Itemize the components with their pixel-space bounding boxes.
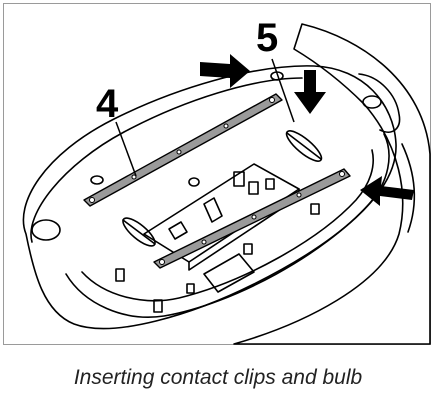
housing-tray-edge (65, 133, 390, 318)
figure-caption: Inserting contact clips and bulb (73, 366, 363, 389)
pin (115, 268, 125, 282)
switch-hump (358, 73, 401, 133)
housing-outer-edge (22, 65, 397, 330)
board-component (168, 221, 188, 240)
roof-panel-inner-curve (401, 143, 416, 233)
housing-tray-inner (81, 149, 374, 302)
roof-panel-outline (233, 23, 431, 345)
lamp-assembly-drawing (22, 23, 431, 345)
mount-boss (90, 175, 104, 185)
arrow-right-icon (200, 54, 250, 88)
arrow-down-icon (294, 70, 326, 114)
callout-5: 5 (256, 16, 279, 60)
pin (243, 243, 253, 255)
bulb-left (122, 217, 156, 247)
leader-line-4 (115, 121, 137, 177)
switch-knob (362, 95, 382, 109)
leader-line-5 (271, 58, 295, 123)
callout-4: 4 (96, 82, 119, 126)
pin (186, 283, 195, 294)
board-component (265, 178, 275, 190)
pin (310, 203, 320, 215)
bulb-right (285, 130, 323, 162)
arrow-left-icon (360, 176, 414, 206)
housing-left-tip (31, 219, 61, 241)
board-component (248, 181, 259, 195)
pin (153, 299, 163, 313)
lens-window (203, 253, 255, 293)
illustration-frame: 4 5 (3, 3, 431, 345)
board-connector (203, 197, 223, 223)
board-component (233, 171, 245, 187)
housing-lid-edge (30, 77, 303, 243)
mount-boss (188, 177, 200, 187)
